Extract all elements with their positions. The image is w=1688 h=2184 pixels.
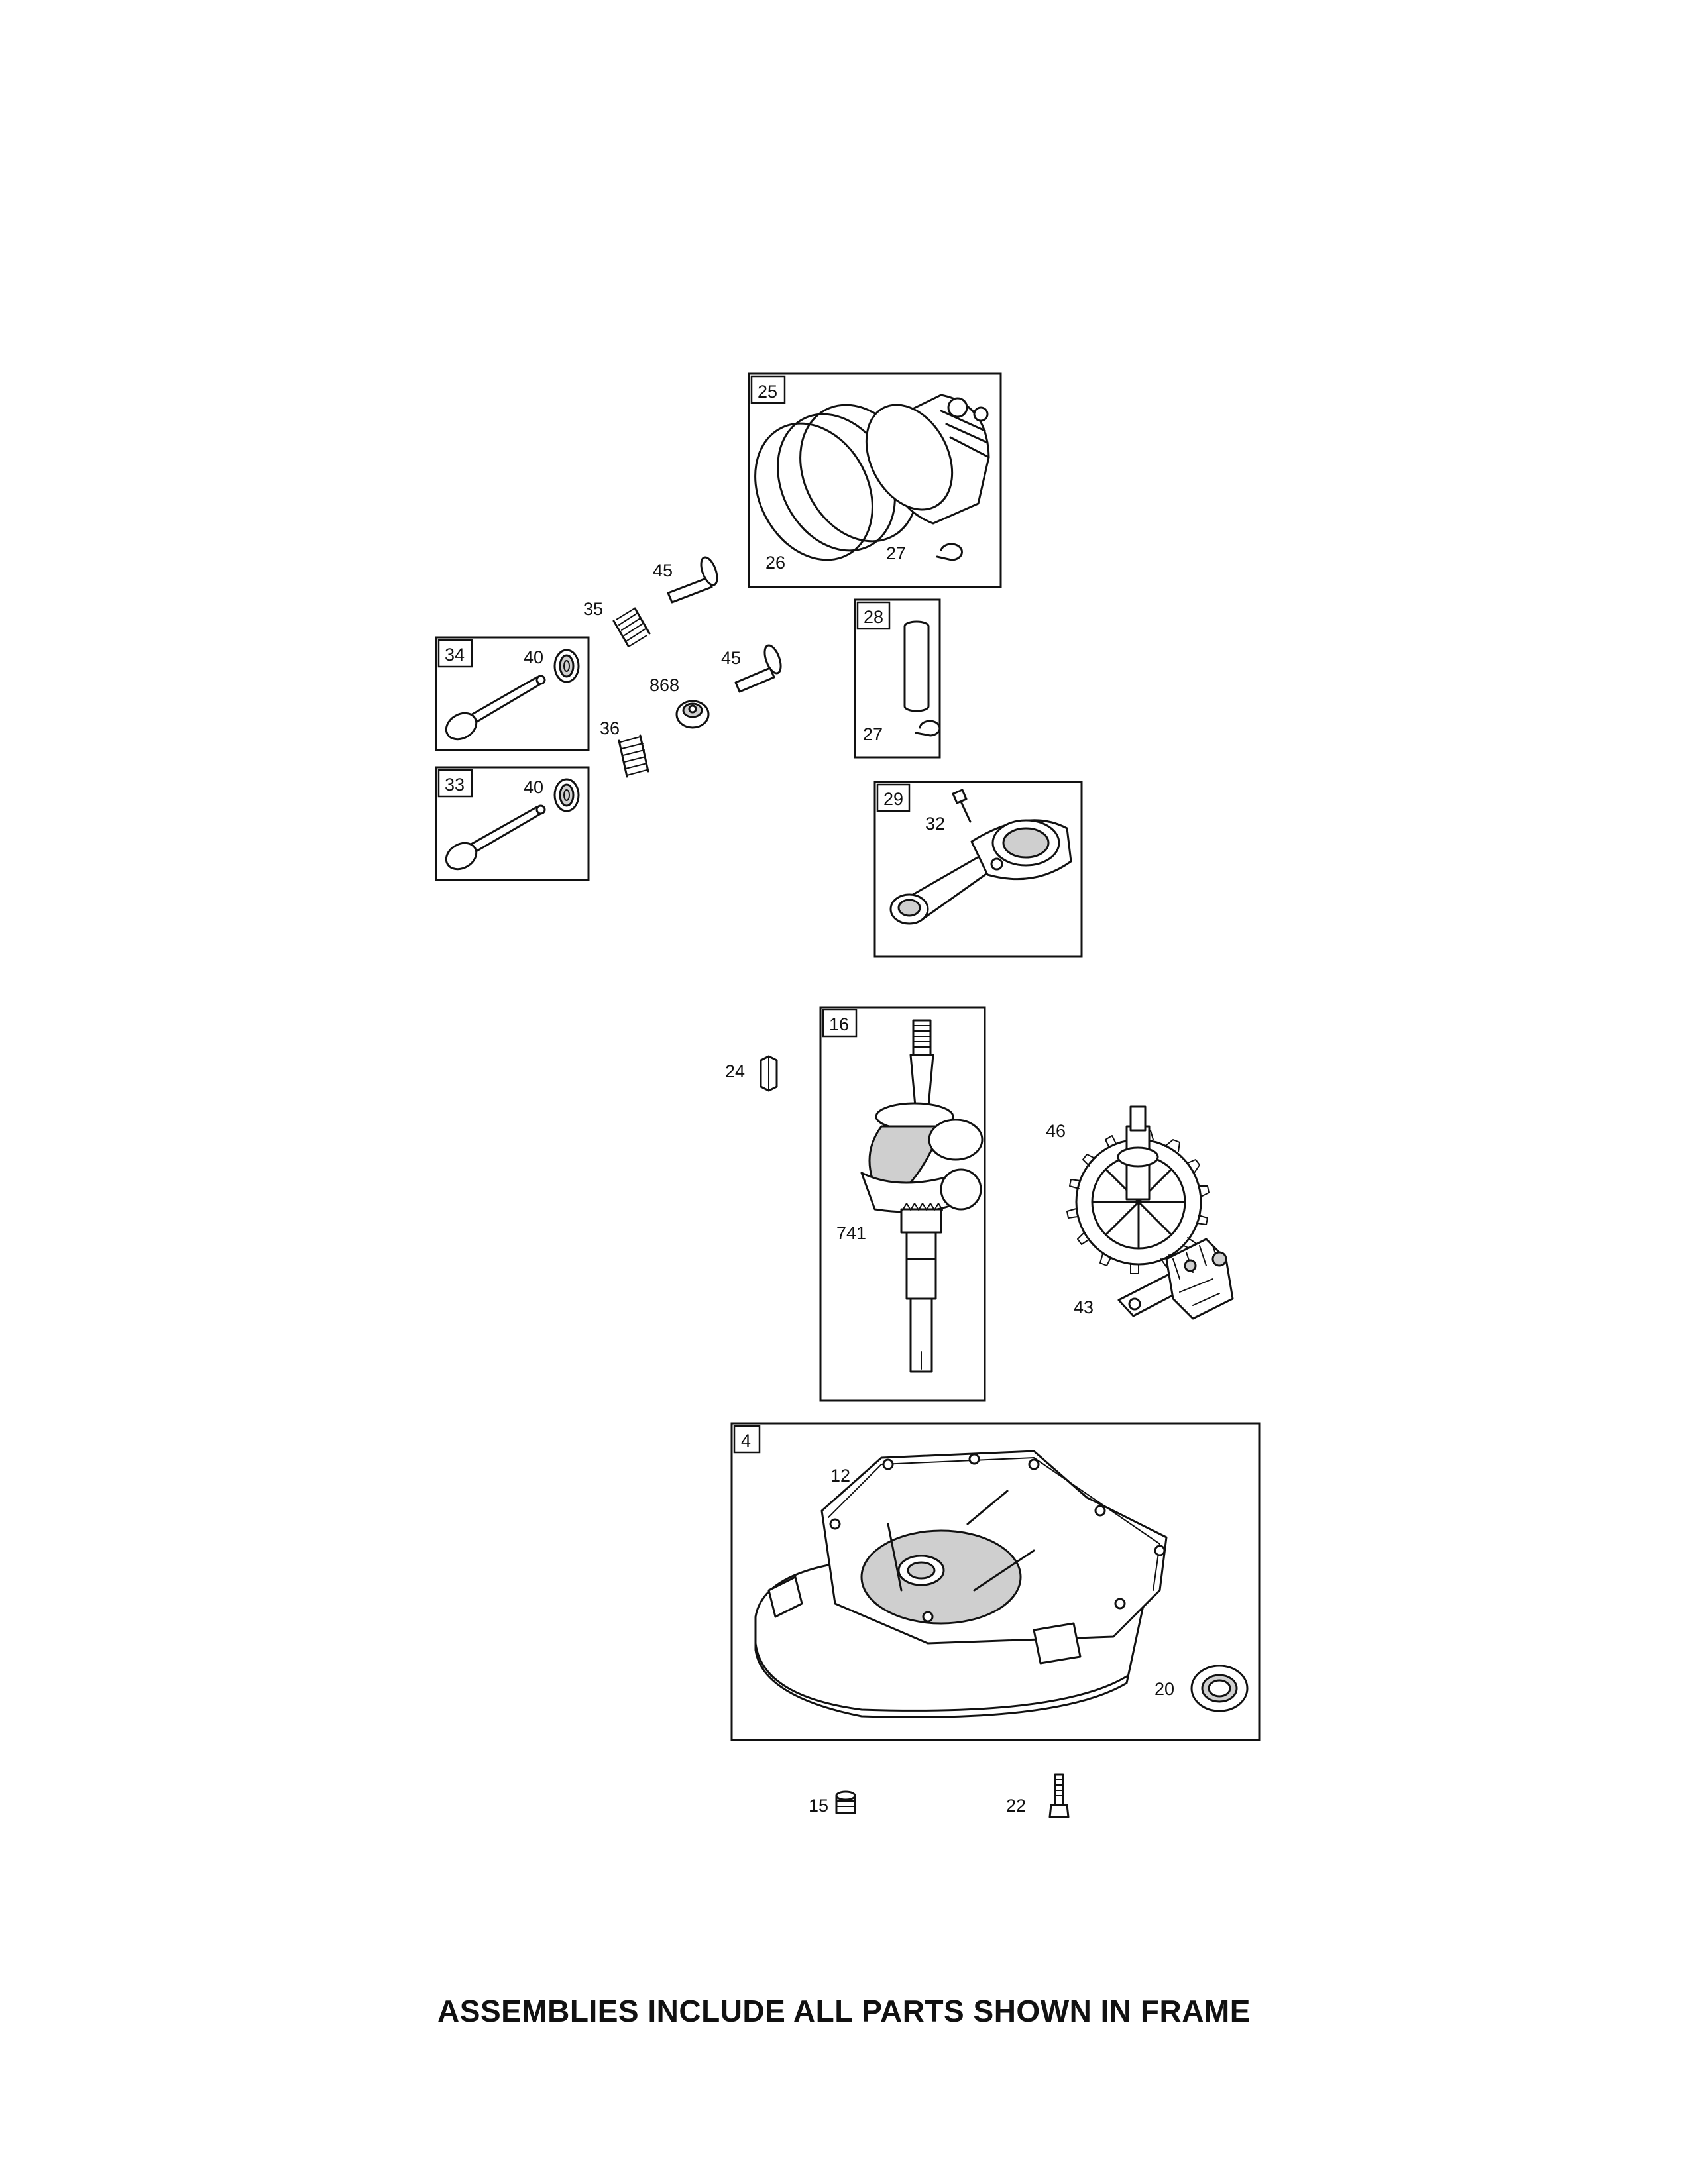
key-label: 24 (725, 1062, 745, 1081)
oil-seal (1190, 1665, 1249, 1712)
piston-pin (903, 620, 930, 712)
camshaft (1066, 1105, 1210, 1274)
valve-seal-cap (675, 700, 710, 729)
retainer-clip-b (915, 720, 941, 737)
tappet-a (667, 556, 718, 604)
connecting-rod-assembly-number: 29 (883, 789, 903, 809)
rings-label: 26 (765, 553, 785, 573)
sump-assembly-number: 4 (741, 1431, 751, 1450)
crankshaft-key (760, 1055, 778, 1092)
plug-label: 15 (809, 1796, 828, 1816)
piston (865, 394, 990, 525)
keeper-label-b: 40 (524, 777, 543, 797)
retainer-label-b: 27 (863, 724, 883, 744)
connecting-rod (889, 819, 1072, 925)
crankshaft-assembly-number: 16 (829, 1014, 849, 1034)
gasket-label: 12 (830, 1466, 850, 1486)
footer-note: ASSEMBLIES INCLUDE ALL PARTS SHOWN IN FR… (437, 1994, 1251, 2028)
spring-label-a: 35 (583, 599, 603, 619)
exhaust-valve (445, 804, 546, 871)
governor-label: 43 (1074, 1297, 1094, 1317)
gear-label: 741 (836, 1223, 866, 1243)
intake-valve-assembly-number: 34 (445, 645, 465, 665)
intake-valve-assembly-frame: 34 40 (435, 636, 590, 751)
governor-assembly (1117, 1238, 1234, 1320)
intake-valve (445, 675, 546, 741)
crankshaft-assembly-frame: 16 741 (819, 1006, 986, 1402)
exhaust-valve-assembly-frame: 33 40 (435, 766, 590, 881)
piston-pin-assembly-number: 28 (864, 607, 883, 627)
retainer-label-a: 27 (886, 543, 906, 563)
piston-assembly-number: 25 (758, 382, 777, 402)
drain-plug (835, 1790, 856, 1814)
valve-keeper-a (553, 649, 580, 683)
valve-spring-a (612, 607, 651, 647)
crankshaft (860, 1019, 984, 1373)
exhaust-valve-assembly-number: 33 (445, 775, 465, 794)
valve-keeper-b (553, 778, 580, 812)
connecting-rod-assembly-frame: 29 32 (873, 781, 1083, 958)
seal-cap-label: 868 (649, 675, 679, 695)
oil-seal-label: 20 (1154, 1679, 1174, 1699)
piston-pin-assembly-frame: 28 27 (854, 598, 941, 759)
screw-label: 22 (1006, 1796, 1026, 1816)
keeper-label-a: 40 (524, 647, 543, 667)
rod-bolt-label: 32 (925, 814, 945, 834)
spring-label-b: 36 (600, 718, 620, 738)
sump-screw (1048, 1773, 1070, 1818)
tappet-label-a: 45 (653, 561, 673, 580)
tappet-b (734, 644, 782, 693)
retainer-clip-a (936, 543, 963, 561)
tappet-label-b: 45 (721, 648, 741, 668)
piston-assembly-frame: 25 26 27 (748, 372, 1002, 588)
rod-bolt (952, 789, 972, 823)
valve-spring-b (618, 734, 649, 778)
camshaft-label: 46 (1046, 1121, 1066, 1141)
sump (754, 1450, 1168, 1718)
sump-assembly-frame: 4 12 20 (730, 1422, 1261, 1741)
